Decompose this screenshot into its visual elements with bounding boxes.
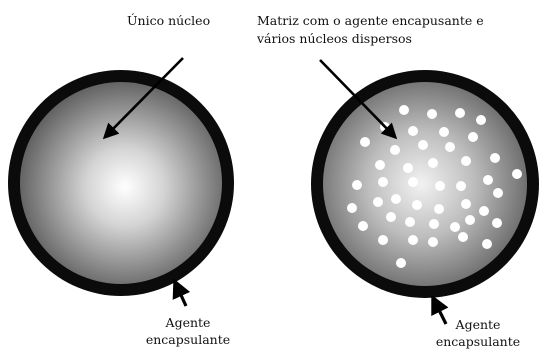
dispersed-core <box>412 200 422 210</box>
dispersed-core <box>408 177 418 187</box>
right-shell-label-line-2: encapsulante <box>435 334 521 349</box>
dispersed-core <box>461 156 471 166</box>
dispersed-core <box>378 177 388 187</box>
right-capsule <box>311 70 539 298</box>
dispersed-core <box>456 181 466 191</box>
right-shell-pointer-arrow <box>431 294 449 325</box>
dispersed-core <box>439 127 449 137</box>
dispersed-core <box>373 197 383 207</box>
left-shell-label-line-2: encapsulante <box>145 332 231 347</box>
dispersed-core <box>465 215 475 225</box>
dispersed-core <box>461 199 471 209</box>
dispersed-core <box>418 140 428 150</box>
dispersed-core <box>458 232 468 242</box>
dispersed-core <box>445 142 455 152</box>
dispersed-core <box>360 137 370 147</box>
dispersed-core <box>396 258 406 268</box>
dispersed-core <box>468 132 478 142</box>
dispersed-core <box>479 206 489 216</box>
dispersed-core <box>428 237 438 247</box>
dispersed-core <box>428 158 438 168</box>
left-core <box>20 82 222 284</box>
matrix-label-line-1: Matriz com o agente encapusante e <box>257 13 484 28</box>
dispersed-core <box>375 160 385 170</box>
dispersed-core <box>492 218 502 228</box>
dispersed-core <box>358 221 368 231</box>
right-shell-label-line-1: Agente <box>455 317 501 332</box>
left-shell-label-line-1: Agente <box>165 315 211 330</box>
dispersed-core <box>490 153 500 163</box>
dispersed-core <box>399 105 409 115</box>
single-core-label: Único núcleo <box>127 13 211 28</box>
dispersed-core <box>483 175 493 185</box>
dispersed-core <box>352 180 362 190</box>
dispersed-core <box>378 235 388 245</box>
dispersed-core <box>476 115 486 125</box>
dispersed-core <box>434 204 444 214</box>
dispersed-core <box>429 219 439 229</box>
dispersed-core <box>408 235 418 245</box>
dispersed-core <box>391 194 401 204</box>
dispersed-core <box>390 145 400 155</box>
matrix-label-line-2: vários núcleos dispersos <box>257 31 412 46</box>
dispersed-core <box>405 217 415 227</box>
left-shell-pointer-arrow <box>172 278 191 307</box>
dispersed-core <box>408 126 418 136</box>
dispersed-core <box>427 109 437 119</box>
dispersed-core <box>512 169 522 179</box>
core-pointer-arrow <box>102 57 184 140</box>
dispersed-core <box>435 181 445 191</box>
dispersed-core <box>493 188 503 198</box>
dispersed-core <box>386 212 396 222</box>
dispersed-core <box>455 108 465 118</box>
matrix-pointer-arrow <box>319 59 398 140</box>
dispersed-core <box>347 203 357 213</box>
dispersed-core <box>403 163 413 173</box>
dispersed-core <box>450 222 460 232</box>
left-capsule <box>8 70 234 296</box>
dispersed-core <box>482 239 492 249</box>
